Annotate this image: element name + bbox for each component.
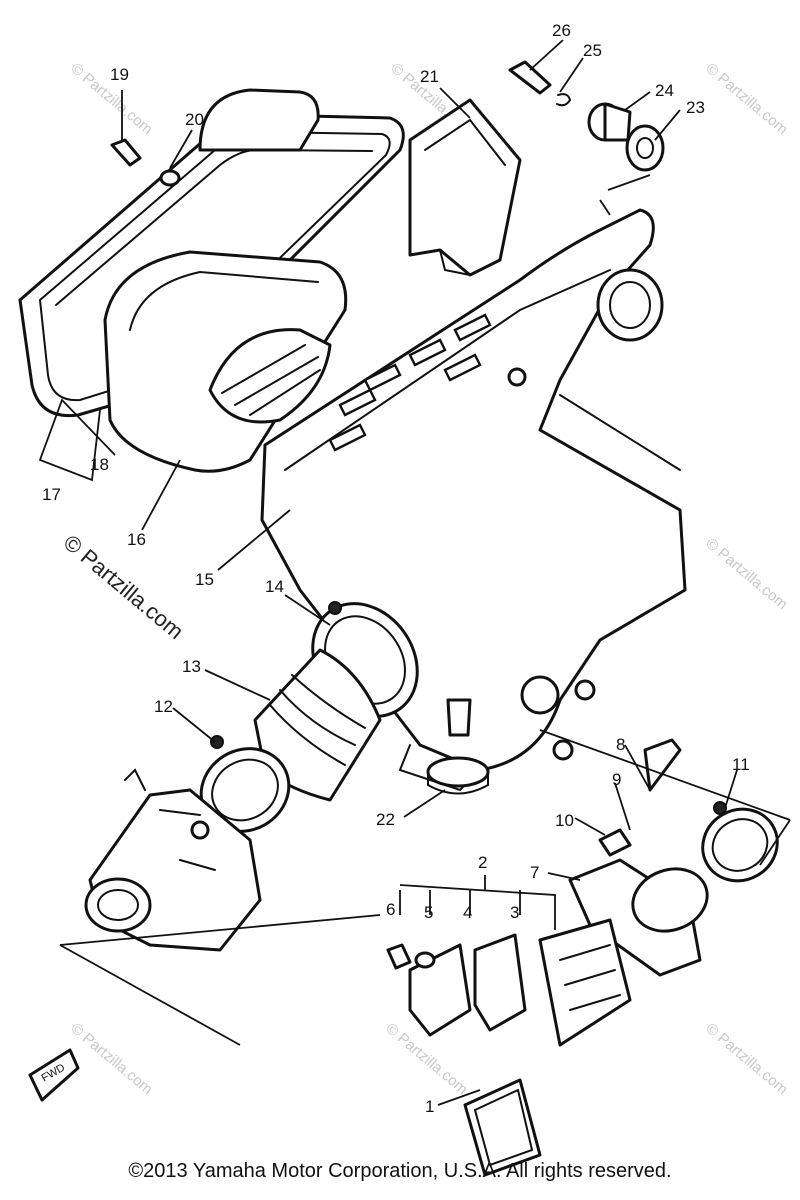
callout-labels: 19 20 21 26 25 24 23 18 17 16 15 14 13 1… [42,21,750,1116]
callout-13: 13 [182,657,201,676]
reed-valve-assembly [386,738,779,1177]
watermark-text: © Partzilla.com [702,1020,790,1098]
callout-1: 1 [425,1097,434,1116]
grommet [426,698,490,795]
watermark-text: © Partzilla.com [67,1020,155,1098]
callout-22: 22 [376,810,395,829]
hardware-top-right [508,60,665,172]
callout-7: 7 [530,863,539,882]
air-element [103,250,348,473]
callout-11: 11 [732,755,750,774]
callout-24: 24 [655,81,674,100]
watermark-text: © Partzilla.com [702,60,790,138]
callout-4: 4 [463,903,472,922]
callout-6: 6 [386,900,395,919]
callout-12: 12 [154,697,173,716]
callout-3: 3 [510,903,519,922]
callout-26: 26 [552,21,571,40]
copyright-notice: ©2013 Yamaha Motor Corporation, U.S.A. A… [128,1160,672,1182]
callout-9: 9 [612,770,621,789]
reference-lines [59,174,791,1046]
callout-21: 21 [420,67,439,86]
callout-18: 18 [90,455,109,474]
callout-20: 20 [185,110,204,129]
callout-19: 19 [110,65,129,84]
intake-duct [408,98,522,277]
callout-15: 15 [195,570,214,589]
intake-joint [253,601,419,802]
callout-10: 10 [555,811,574,830]
watermark-main: © Partzilla.com [59,530,189,644]
callout-17: 17 [42,485,61,504]
callout-5: 5 [424,903,433,922]
leader-lines [38,39,738,1106]
callout-23: 23 [686,98,705,117]
callout-14: 14 [265,577,284,596]
watermark-text: © Partzilla.com [702,535,790,613]
fwd-arrow: FWD [28,1048,80,1102]
carburetor [84,768,262,952]
callout-2: 2 [478,853,487,872]
callout-25: 25 [583,41,602,60]
callout-16: 16 [127,530,146,549]
callout-8: 8 [616,735,625,754]
hardware-top-left [110,138,181,187]
